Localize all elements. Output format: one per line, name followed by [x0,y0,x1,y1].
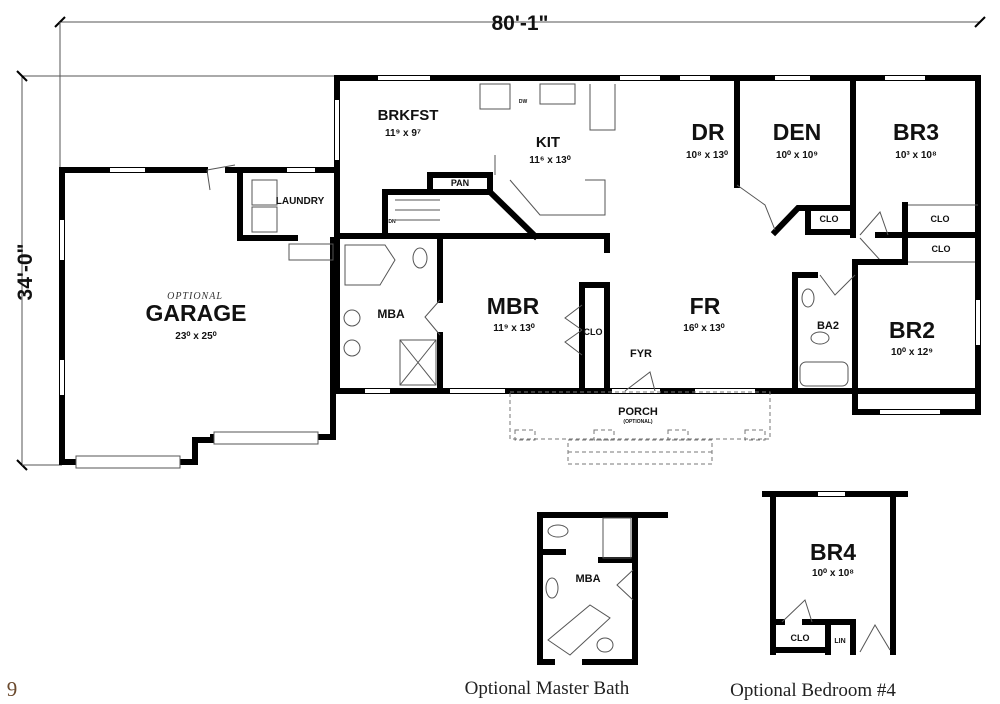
room-kit-label: KIT [536,134,560,151]
room-den-label: DEN [773,119,822,145]
page-number: 9 [7,677,18,701]
depth-dimension: 34'-0" [14,244,37,301]
stairs-down-label: DN [388,219,396,225]
porch-label: PORCH [618,406,658,418]
dimension-lines [16,16,986,471]
room-mbr-size: 11⁹ x 13⁰ [493,323,535,334]
porch-note: (OPTIONAL) [623,419,652,425]
caption-bedroom4: Optional Bedroom #4 [730,680,896,701]
den-closet-label: CLO [820,214,839,224]
garage-qualifier: OPTIONAL [167,291,223,302]
room-fr-size: 16⁰ x 13⁰ [683,323,724,334]
br3-closet-label: CLO [931,214,950,224]
room-br3-size: 10³ x 10⁸ [895,150,937,161]
caption-master-bath: Optional Master Bath [465,678,630,699]
ba2-label: BA2 [817,320,839,332]
inset-mba-label: MBA [575,573,600,585]
room-den-size: 10⁰ x 10⁹ [776,150,818,161]
room-br3-label: BR3 [893,119,939,145]
laundry-label: LAUNDRY [276,196,325,207]
room-br4-size: 10⁰ x 10⁸ [812,568,854,579]
house-walls [334,75,981,415]
optional-master-bath-inset: MBA [537,512,668,665]
foyer-label: FYR [630,348,652,360]
room-garage-size: 23⁰ x 25⁰ [175,331,216,342]
room-br2-size: 10⁰ x 12⁹ [891,347,933,358]
room-br2-label: BR2 [889,317,935,343]
br2-closet-label: CLO [932,244,951,254]
optional-bedroom4-inset: BR4 10⁰ x 10⁸ CLO LIN [762,491,908,655]
room-dr-label: DR [691,119,725,145]
porch [509,391,771,465]
room-dr-size: 10⁸ x 13⁰ [686,150,728,161]
room-fr-label: FR [690,293,721,319]
room-brkfst-label: BRKFST [378,107,439,124]
mba-label: MBA [377,307,405,321]
room-br4-label: BR4 [810,539,856,565]
br4-closet-label: CLO [791,633,810,643]
room-mbr-label: MBR [487,293,540,319]
pantry-label: PAN [451,178,469,188]
room-kit-size: 11⁶ x 13⁰ [529,155,570,166]
width-dimension: 80'-1" [492,12,549,35]
room-garage-label: GARAGE [146,300,247,326]
dishwasher-label: DW [519,99,528,105]
linen-label: LIN [834,638,845,645]
room-brkfst-size: 11⁹ x 9⁷ [385,128,421,139]
mbr-closet-label: CLO [584,327,603,337]
garage-walls [59,164,336,469]
